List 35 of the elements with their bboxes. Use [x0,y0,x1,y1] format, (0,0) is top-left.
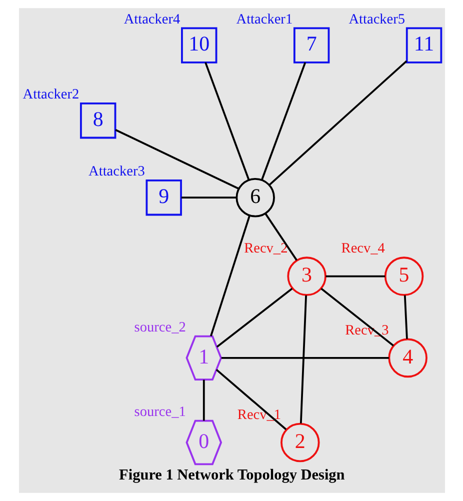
node-box: 11 [405,27,442,64]
node-circle: 5 [384,256,424,296]
node-box: 7 [292,27,330,64]
connector [268,60,407,186]
node-box: 10 [180,27,217,64]
node-box: 8 [80,102,116,139]
connector [403,295,408,340]
connector [264,213,297,261]
connector [220,356,388,359]
connector [299,295,306,424]
connector [114,129,238,190]
connector [215,368,286,430]
node-label: Attacker1 [236,11,292,28]
connector [320,288,394,346]
node-circle: 3 [286,256,326,296]
node-circle: 4 [388,338,427,378]
node-label: Attacker4 [123,11,180,28]
connector [325,275,385,278]
node-label: Attacker2 [22,86,79,103]
connector [202,380,204,421]
node-label: source_2 [134,319,186,336]
node-box: 9 [145,179,182,216]
node-label: Attacker5 [348,11,405,28]
node-label: Recv_2 [244,240,288,257]
node-label: source_1 [134,404,186,420]
connector [180,196,236,199]
node-circle: 6 [235,178,274,218]
connector [210,215,250,336]
caption: Figure 1 Network Topology Design [118,466,344,484]
connector [260,62,306,180]
node-circle: 2 [280,422,320,462]
connector [204,62,250,180]
node-label: Attacker3 [88,164,144,180]
node-label: Recv_4 [340,240,384,257]
connector [216,288,292,348]
